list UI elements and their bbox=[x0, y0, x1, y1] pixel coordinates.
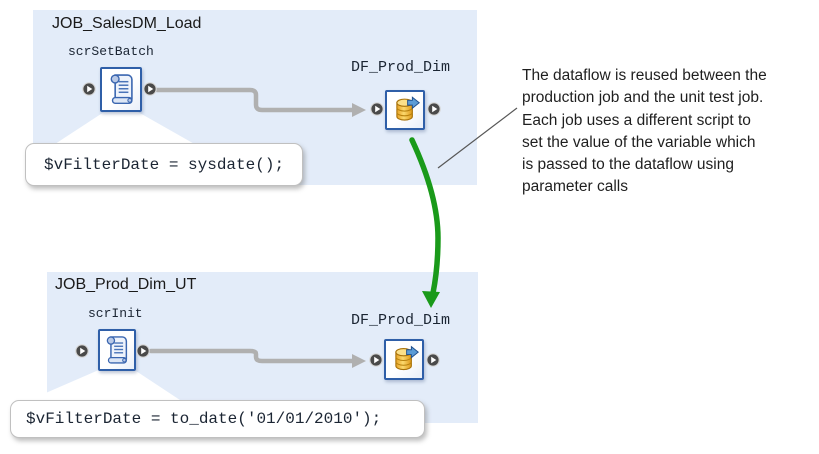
dataflow-node-icon bbox=[385, 90, 425, 130]
script-code-text: $vFilterDate = to_date('01/01/2010'); bbox=[26, 410, 382, 428]
connector-in-icon bbox=[370, 102, 384, 116]
script-node-icon bbox=[100, 67, 142, 112]
dataflow-node-icon bbox=[384, 339, 424, 380]
annotation-line: Each job uses a different script to bbox=[522, 111, 751, 129]
connector-out-icon bbox=[427, 102, 441, 116]
dataflow-label: DF_Prod_Dim bbox=[351, 59, 451, 76]
connector-out-icon bbox=[143, 82, 157, 96]
script-label: scrSetBatch bbox=[68, 44, 154, 59]
connector-in-icon bbox=[369, 353, 383, 367]
annotation-line: parameter calls bbox=[522, 178, 628, 196]
annotation-line: is passed to the dataflow using bbox=[522, 156, 734, 174]
connector-in-icon bbox=[82, 82, 96, 96]
job-title: JOB_Prod_Dim_UT bbox=[55, 276, 197, 293]
dataflow-label: DF_Prod_Dim bbox=[351, 312, 451, 329]
connector-out-icon bbox=[426, 353, 440, 367]
annotation-line: set the value of the variable which bbox=[522, 133, 756, 151]
annotation-line: production job and the unit test job. bbox=[522, 89, 764, 107]
annotation-line: The dataflow is reused between the bbox=[522, 67, 767, 84]
connector-in-icon bbox=[75, 344, 89, 358]
connector-out-icon bbox=[136, 344, 150, 358]
script-code-tooltip: $vFilterDate = to_date('01/01/2010'); bbox=[10, 400, 425, 438]
script-code-text: $vFilterDate = sysdate(); bbox=[44, 155, 285, 174]
script-label: scrInit bbox=[88, 306, 143, 321]
annotation-text: The dataflow is reused between the produ… bbox=[522, 65, 818, 199]
script-code-tooltip: $vFilterDate = sysdate(); bbox=[25, 143, 303, 186]
script-node-icon bbox=[98, 329, 136, 371]
job-title: JOB_SalesDM_Load bbox=[52, 15, 202, 32]
